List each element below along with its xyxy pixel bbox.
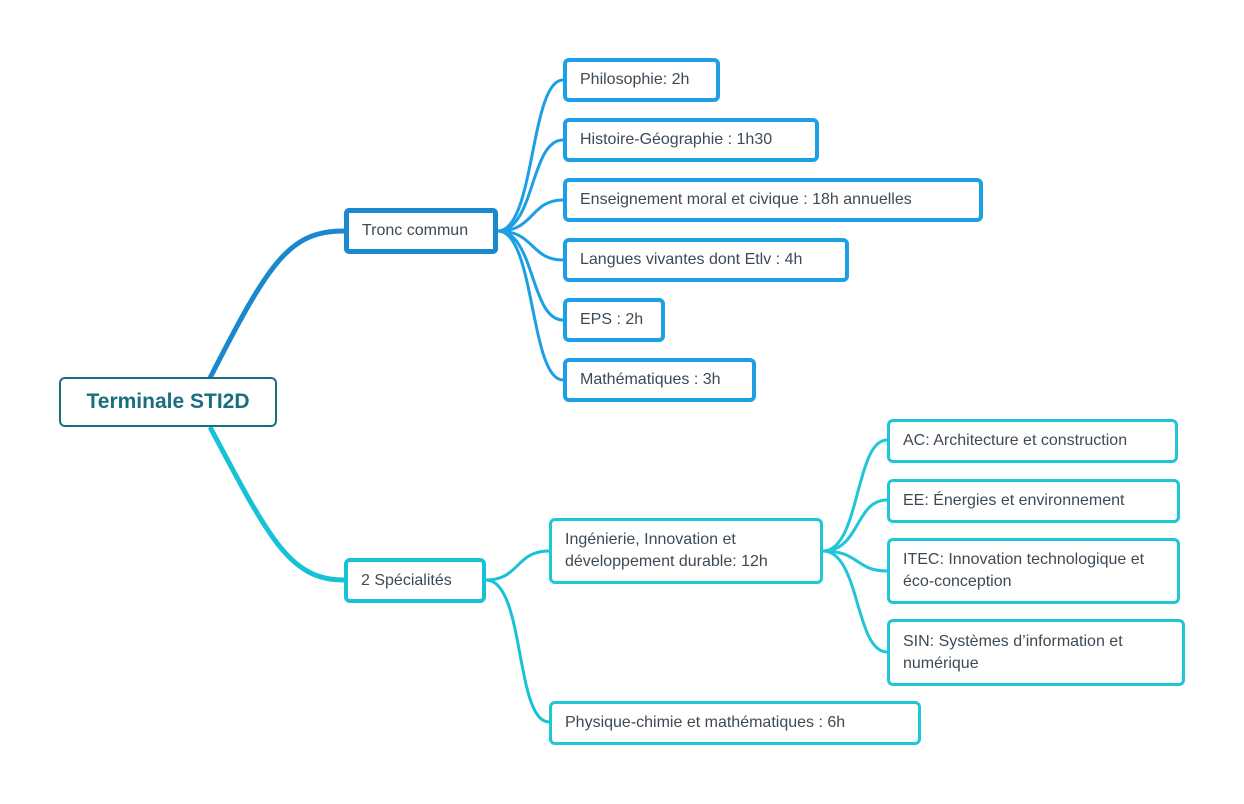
option-label: SIN: Systèmes d’information et numérique: [903, 632, 1123, 672]
tronc-item-mathematiques[interactable]: Mathématiques : 3h: [563, 358, 756, 402]
link-tronc-langues: [497, 229, 564, 262]
tronc-item-label: Langues vivantes dont Etlv : 4h: [580, 251, 803, 268]
tronc-item-label: Mathématiques : 3h: [580, 371, 721, 388]
specialites-label: 2 Spécialités: [361, 571, 452, 589]
link-iidd-ac: [822, 438, 888, 553]
tronc-item-label: Histoire-Géographie : 1h30: [580, 131, 773, 148]
root-label: Terminale STI2D: [86, 390, 250, 413]
link-tronc-histoire: [497, 138, 564, 233]
specialites-node[interactable]: 2 Spécialités: [344, 558, 486, 603]
physique-node[interactable]: Physique-chimie et mathématiques : 6h: [549, 701, 921, 745]
tronc-item-langues[interactable]: Langues vivantes dont Etlv : 4h: [563, 238, 849, 282]
tronc-item-eps[interactable]: EPS : 2h: [563, 298, 665, 342]
link-tronc-philosophie: [497, 78, 564, 233]
link-tronc-maths: [497, 229, 564, 382]
link-iidd-sin: [822, 549, 888, 654]
option-itec[interactable]: ITEC: Innovation technologique et éco-co…: [887, 538, 1180, 604]
link-iidd-itec: [822, 549, 888, 573]
link-iidd-ee: [822, 498, 888, 553]
tronc-item-philosophie[interactable]: Philosophie: 2h: [563, 58, 720, 102]
link-tronc-emc: [497, 198, 564, 233]
link-spec-iidd: [485, 549, 550, 582]
tronc-item-label: EPS : 2h: [580, 311, 644, 328]
tronc-item-label: Philosophie: 2h: [580, 71, 690, 88]
physique-label: Physique-chimie et mathématiques : 6h: [565, 714, 846, 731]
tronc-commun-node[interactable]: Tronc commun: [344, 208, 498, 254]
link-root-tronc: [207, 228, 345, 380]
iidd-label: Ingénierie, Innovation et développement …: [565, 531, 768, 570]
option-label: ITEC: Innovation technologique et éco-co…: [903, 551, 1145, 590]
option-ee[interactable]: EE: Énergies et environnement: [887, 479, 1180, 523]
link-root-specialites: [207, 425, 345, 583]
option-ac[interactable]: AC: Architecture et construction: [887, 419, 1178, 463]
root-node[interactable]: Terminale STI2D: [59, 377, 277, 427]
tronc-commun-label: Tronc commun: [362, 222, 469, 239]
option-sin[interactable]: SIN: Systèmes d’information et numérique: [887, 619, 1185, 686]
tronc-item-histoire-geographie[interactable]: Histoire-Géographie : 1h30: [563, 118, 819, 162]
option-label: AC: Architecture et construction: [903, 432, 1128, 449]
iidd-node[interactable]: Ingénierie, Innovation et développement …: [549, 518, 823, 584]
tronc-item-emc[interactable]: Enseignement moral et civique : 18h annu…: [563, 178, 983, 222]
tronc-item-label: Enseignement moral et civique : 18h annu…: [580, 191, 912, 208]
link-spec-physique: [485, 578, 550, 724]
option-label: EE: Énergies et environnement: [903, 492, 1125, 509]
